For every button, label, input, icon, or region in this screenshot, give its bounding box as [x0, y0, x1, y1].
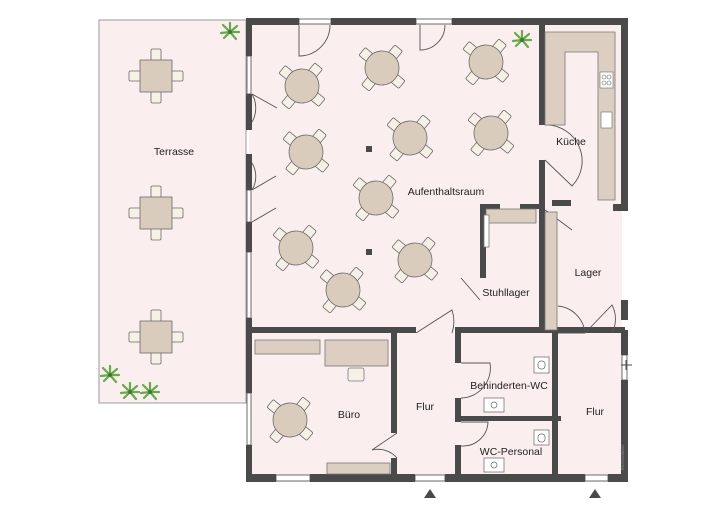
- sanitary-fixtures: [483, 356, 550, 473]
- walls: [246, 18, 628, 482]
- lower-floor: [249, 330, 622, 482]
- exterior-marker: [621, 360, 632, 370]
- kitchen-counter: [544, 31, 616, 201]
- windows: [246, 18, 628, 482]
- room-label-buero: Büro: [338, 409, 360, 421]
- storage-shelves: [483, 208, 558, 331]
- room-label-aufenthaltsraum: Aufenthaltsraum: [408, 186, 485, 198]
- pillar: [366, 249, 372, 255]
- room-label-flur-right: Flur: [586, 406, 605, 418]
- office-furniture: [254, 339, 391, 475]
- room-label-lager: Lager: [575, 267, 602, 279]
- entrance-arrow-icon: [424, 489, 436, 498]
- room-label-terrasse: Terrasse: [154, 146, 194, 158]
- stuhllager-floor: [480, 207, 539, 330]
- room-label-stuhllager: Stuhllager: [482, 287, 530, 299]
- room-label-kueche: Küche: [556, 136, 586, 148]
- room-label-wc-personal: WC-Personal: [480, 446, 542, 458]
- pillar: [366, 146, 372, 152]
- room-label-behinderten-wc: Behinderten-WC: [470, 380, 548, 392]
- door-swings: [251, 24, 616, 459]
- room-label-flur-left: Flur: [416, 401, 435, 413]
- entrance-arrow-icon: [589, 489, 601, 498]
- credit-text: McGrundriss: [620, 444, 625, 470]
